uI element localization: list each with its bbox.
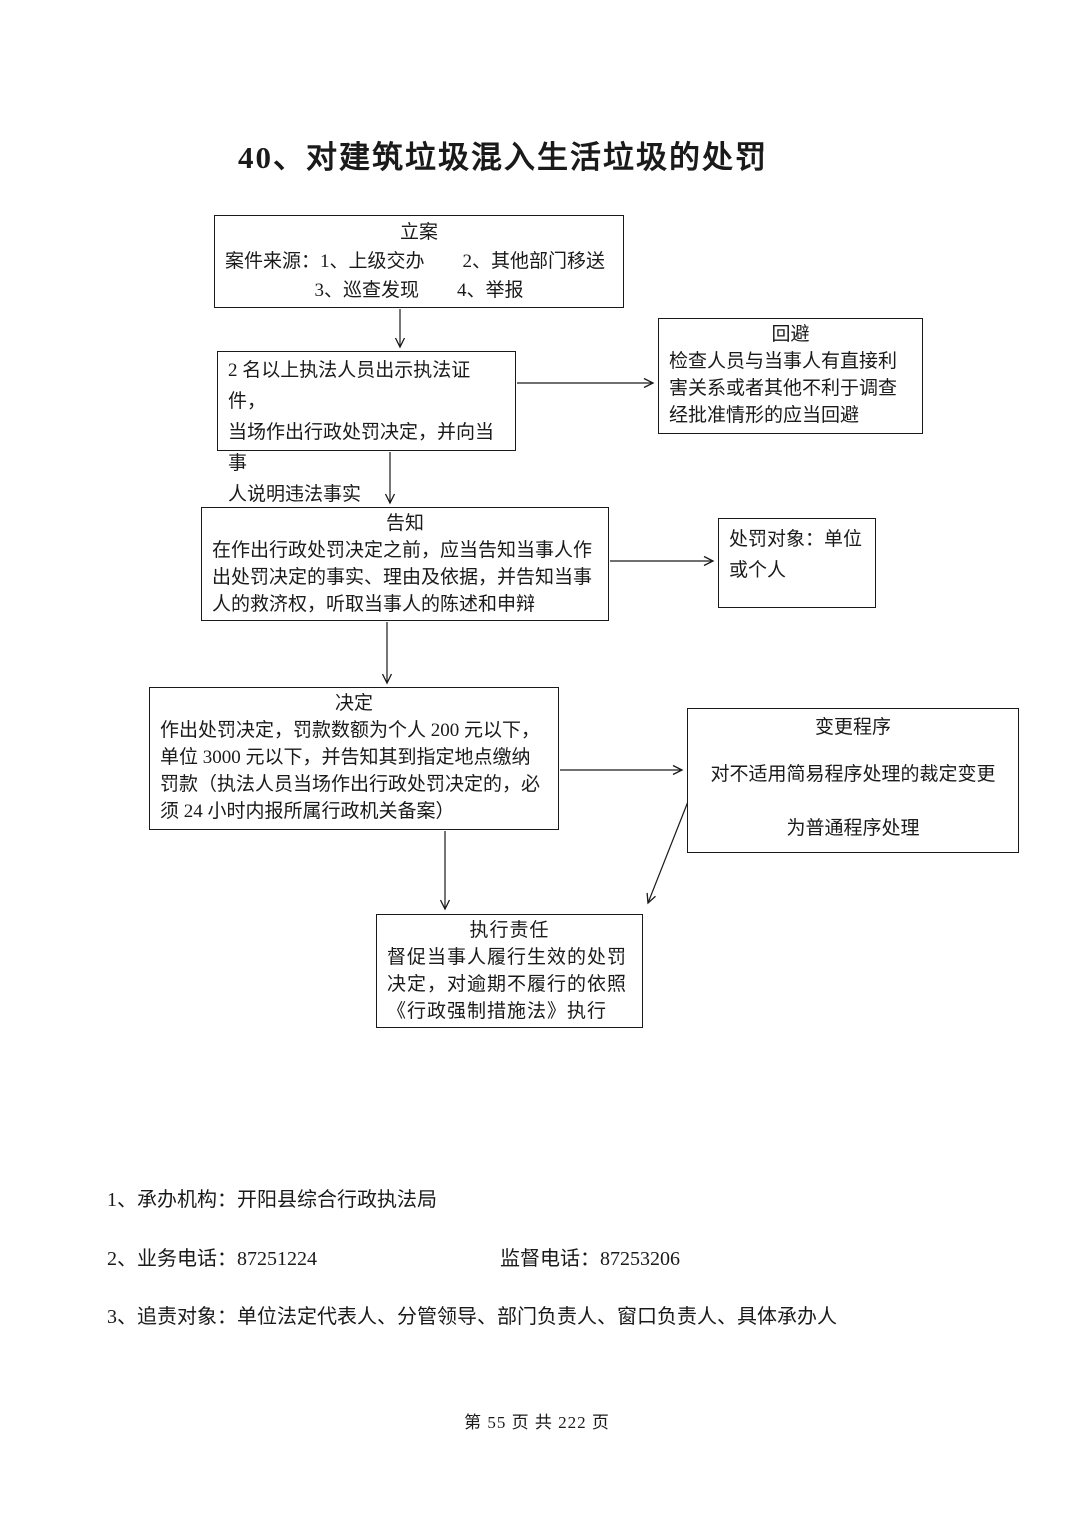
note-agency: 1、承办机构：开阳县综合行政执法局 bbox=[107, 1189, 437, 1211]
box-execution-duty-line: 督促当事人履行生效的处罚 bbox=[387, 947, 628, 968]
box-execution-duty-line: 《行政强制措施法》执行 bbox=[387, 1001, 608, 1022]
page-title: 40、对建筑垃圾混入生活垃圾的处罚 bbox=[238, 140, 768, 175]
note-supervision-phone: 监督电话：87253206 bbox=[500, 1248, 680, 1270]
box-execution-duty: 执行责任 督促当事人履行生效的处罚 决定，对逾期不履行的依照 《行政强制措施法》… bbox=[376, 914, 643, 1028]
arrow-change-to-execute-icon bbox=[646, 798, 690, 905]
box-decision-line: 罚款（执法人员当场作出行政处罚决定的，必 bbox=[160, 774, 541, 795]
box-penalty-target-line: 或个人 bbox=[729, 560, 787, 581]
box-notification-line: 人的救济权，听取当事人的陈述和申辩 bbox=[212, 594, 536, 615]
page-number: 第 55 页 共 222 页 bbox=[464, 1413, 610, 1432]
box-recusal-title: 回避 bbox=[771, 324, 810, 345]
box-case-filing-line: 3、巡查发现 4、举报 bbox=[314, 280, 524, 301]
box-execution-duty-title: 执行责任 bbox=[469, 920, 550, 941]
box-decision-title: 决定 bbox=[334, 693, 373, 714]
box-officers-show-id: 2 名以上执法人员出示执法证件， 当场作出行政处罚决定，并向当事 人说明违法事实 bbox=[217, 351, 516, 505]
box-recusal-line: 经批准情形的应当回避 bbox=[669, 405, 860, 426]
box-officers-show-id-line: 人说明违法事实 bbox=[228, 484, 362, 505]
box-decision: 决定 作出处罚决定，罚款数额为个人 200 元以下， 单位 3000 元以下，并… bbox=[149, 687, 559, 830]
box-procedure-change-line: 为普通程序处理 bbox=[786, 818, 920, 839]
box-recusal: 回避 检查人员与当事人有直接利 害关系或者其他不利于调查 经批准情形的应当回避 bbox=[658, 318, 923, 434]
box-notification-line: 在作出行政处罚决定之前，应当告知当事人作 bbox=[212, 540, 593, 561]
box-notification-title: 告知 bbox=[385, 513, 424, 534]
box-officers-show-id-line: 当场作出行政处罚决定，并向当事 bbox=[228, 422, 495, 474]
box-notification-line: 出处罚决定的事实、理由及依据，并告知当事 bbox=[212, 567, 593, 588]
box-procedure-change-title: 变更程序 bbox=[814, 717, 891, 738]
box-procedure-change-line: 对不适用简易程序处理的裁定变更 bbox=[710, 764, 996, 785]
box-decision-line: 单位 3000 元以下，并告知其到指定地点缴纳 bbox=[160, 747, 531, 768]
box-case-filing-title: 立案 bbox=[399, 222, 438, 243]
box-case-filing: 立案 案件来源：1、上级交办 2、其他部门移送 3、巡查发现 4、举报 bbox=[214, 215, 624, 308]
note-accountability: 3、追责对象：单位法定代表人、分管领导、部门负责人、窗口负责人、具体承办人 bbox=[107, 1306, 837, 1328]
note-business-phone: 2、业务电话：87251224 bbox=[107, 1248, 317, 1270]
box-procedure-change: 变更程序 对不适用简易程序处理的裁定变更 为普通程序处理 bbox=[687, 708, 1019, 853]
box-case-filing-line: 案件来源：1、上级交办 2、其他部门移送 bbox=[225, 251, 606, 272]
box-notification: 告知 在作出行政处罚决定之前，应当告知当事人作 出处罚决定的事实、理由及依据，并… bbox=[201, 507, 609, 621]
box-execution-duty-line: 决定，对逾期不履行的依照 bbox=[387, 974, 628, 995]
box-recusal-line: 害关系或者其他不利于调查 bbox=[669, 378, 898, 399]
box-officers-show-id-line: 2 名以上执法人员出示执法证件， bbox=[228, 360, 471, 412]
box-decision-line: 作出处罚决定，罚款数额为个人 200 元以下， bbox=[160, 720, 541, 741]
box-recusal-line: 检查人员与当事人有直接利 bbox=[669, 351, 898, 372]
box-penalty-target-line: 处罚对象：单位 bbox=[729, 529, 863, 550]
box-penalty-target: 处罚对象：单位 或个人 bbox=[718, 518, 876, 608]
box-decision-line: 须 24 小时内报所属行政机关备案） bbox=[160, 801, 455, 822]
